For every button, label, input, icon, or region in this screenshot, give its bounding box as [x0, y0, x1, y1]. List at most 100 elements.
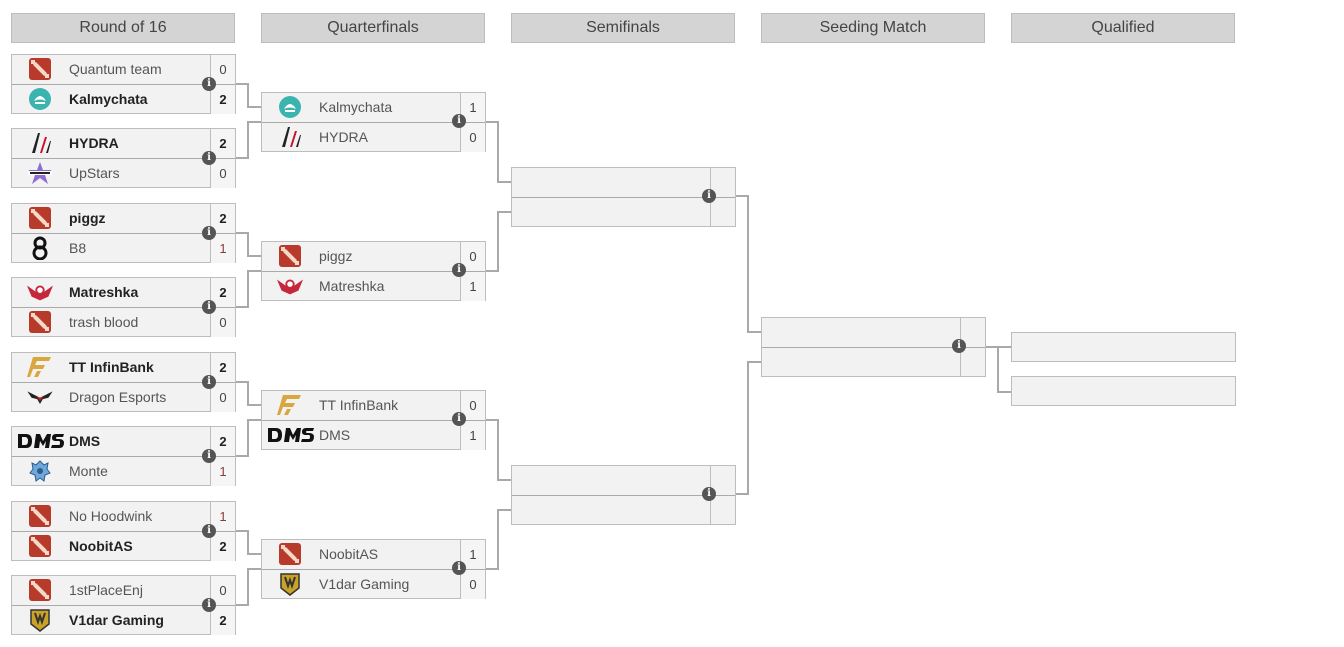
team-row[interactable]: NoobitAS 1 [262, 540, 485, 570]
matreshka-logo [276, 275, 304, 297]
dota-icon [26, 535, 54, 557]
team-score: 2 [210, 85, 235, 114]
match-info-icon[interactable]: i [452, 561, 466, 575]
r16-match-1[interactable]: Quantum team 0 Kalmychata 2 [11, 54, 236, 114]
team-score: 2 [210, 606, 235, 635]
qf-match-2[interactable]: piggz 0 Matreshka 1 [261, 241, 486, 301]
upstars-logo [26, 162, 54, 184]
header-semifinals: Semifinals [511, 13, 735, 43]
r16-match-8[interactable]: 1stPlaceEnj 0 V1dar Gaming 2 [11, 575, 236, 635]
r16-match-2[interactable]: HYDRA 2 UpStars 0 [11, 128, 236, 188]
qualified-slot-2[interactable] [1011, 376, 1236, 406]
match-info-icon[interactable]: i [202, 151, 216, 165]
team-row[interactable]: V1dar Gaming 0 [262, 570, 485, 599]
dota-icon [26, 207, 54, 229]
team-row[interactable]: Matreshka 1 [262, 272, 485, 301]
team-row[interactable]: No Hoodwink 1 [12, 502, 235, 532]
team-row-empty[interactable] [512, 496, 735, 525]
qf-match-1[interactable]: Kalmychata 1 HYDRA 0 [261, 92, 486, 152]
team-name: Matreshka [69, 284, 139, 300]
match-info-icon[interactable]: i [452, 412, 466, 426]
match-info-icon[interactable]: i [702, 487, 716, 501]
team-row[interactable]: Monte 1 [12, 457, 235, 486]
match-info-icon[interactable]: i [702, 189, 716, 203]
team-name: Matreshka [319, 278, 385, 294]
team-name: Kalmychata [319, 99, 393, 115]
match-info-icon[interactable]: i [452, 114, 466, 128]
dota-icon [276, 245, 304, 267]
team-row-empty[interactable] [512, 168, 735, 198]
match-info-icon[interactable]: i [202, 300, 216, 314]
team-row-empty[interactable] [512, 466, 735, 496]
seeding-match[interactable] [761, 317, 986, 377]
header-qualified: Qualified [1011, 13, 1235, 43]
team-name: TT InfinBank [319, 397, 399, 413]
match-info-icon[interactable]: i [202, 449, 216, 463]
team-name: V1dar Gaming [69, 612, 164, 628]
team-row[interactable]: HYDRA 2 [12, 129, 235, 159]
hydra-logo [26, 132, 54, 154]
qf-match-3[interactable]: TT InfinBank 0 DMS 1 [261, 390, 486, 450]
team-row[interactable]: V1dar Gaming 2 [12, 606, 235, 635]
v1dar-logo [26, 609, 54, 632]
team-score: 2 [210, 532, 235, 561]
r16-match-7[interactable]: No Hoodwink 1 NoobitAS 2 [11, 501, 236, 561]
team-name: HYDRA [319, 129, 369, 145]
team-row[interactable]: B8 1 [12, 234, 235, 263]
r16-match-5[interactable]: TT InfinBank 2 Dragon Esports 0 [11, 352, 236, 412]
team-score: 0 [460, 570, 485, 599]
team-name: B8 [69, 240, 87, 256]
team-row[interactable]: piggz 0 [262, 242, 485, 272]
qf-match-4[interactable]: NoobitAS 1 V1dar Gaming 0 [261, 539, 486, 599]
team-row-empty[interactable] [762, 318, 985, 348]
team-name: No Hoodwink [69, 508, 153, 524]
sf-match-1[interactable] [511, 167, 736, 227]
team-row[interactable]: DMS 2 [12, 427, 235, 457]
dota-icon [26, 505, 54, 527]
team-row[interactable]: DMS 1 [262, 421, 485, 450]
hydra-logo [276, 126, 304, 148]
team-row[interactable]: TT InfinBank 2 [12, 353, 235, 383]
team-score: 0 [210, 383, 235, 412]
team-row[interactable]: Matreshka 2 [12, 278, 235, 308]
team-row[interactable]: trash blood 0 [12, 308, 235, 337]
sf-match-2[interactable] [511, 465, 736, 525]
r16-match-6[interactable]: DMS 2 Monte 1 [11, 426, 236, 486]
team-score: 1 [210, 502, 235, 531]
match-info-icon[interactable]: i [202, 77, 216, 91]
team-name: Dragon Esports [69, 389, 167, 405]
match-info-icon[interactable]: i [202, 226, 216, 240]
team-row[interactable]: NoobitAS 2 [12, 532, 235, 561]
team-row[interactable]: Kalmychata 2 [12, 85, 235, 114]
qualified-slot-1[interactable] [1011, 332, 1236, 362]
team-name: trash blood [69, 314, 139, 330]
header-quarterfinals: Quarterfinals [261, 13, 485, 43]
team-row-empty[interactable] [512, 198, 735, 227]
team-row[interactable]: Quantum team 0 [12, 55, 235, 85]
team-score: 1 [460, 421, 485, 450]
team-name: Monte [69, 463, 108, 479]
match-info-icon[interactable]: i [202, 598, 216, 612]
team-name: Quantum team [69, 61, 162, 77]
team-row[interactable]: TT InfinBank 0 [262, 391, 485, 421]
team-score: 0 [460, 242, 485, 271]
match-info-icon[interactable]: i [452, 263, 466, 277]
team-row-empty[interactable] [762, 348, 985, 377]
team-score: 1 [210, 234, 235, 263]
team-row[interactable]: HYDRA 0 [262, 123, 485, 152]
match-info-icon[interactable]: i [202, 375, 216, 389]
match-info-icon[interactable]: i [952, 339, 966, 353]
team-row[interactable]: Dragon Esports 0 [12, 383, 235, 412]
team-row[interactable]: UpStars 0 [12, 159, 235, 188]
team-name: NoobitAS [69, 538, 133, 554]
r16-match-3[interactable]: piggz 2 B8 1 [11, 203, 236, 263]
match-info-icon[interactable]: i [202, 524, 216, 538]
team-name: DMS [319, 427, 351, 443]
team-row[interactable]: Kalmychata 1 [262, 93, 485, 123]
dota-icon [26, 579, 54, 601]
team-name: Kalmychata [69, 91, 148, 107]
dota-icon [276, 543, 304, 565]
r16-match-4[interactable]: Matreshka 2 trash blood 0 [11, 277, 236, 337]
dota-icon [26, 311, 54, 333]
